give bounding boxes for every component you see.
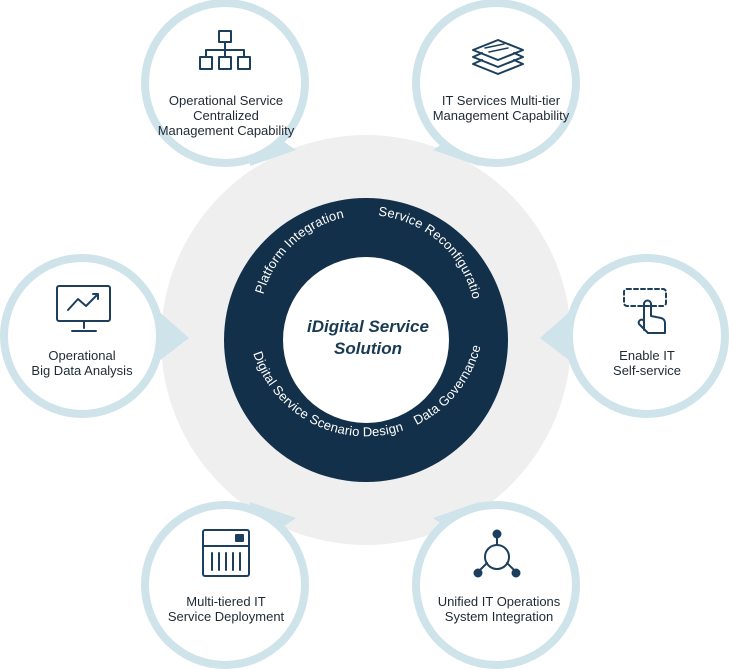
node-label-unified-it-operations: Unified IT Operations System Integration xyxy=(437,594,561,624)
center-core xyxy=(283,257,449,423)
center-title: iDigital Service Solution xyxy=(307,317,429,358)
pointer-right xyxy=(540,308,574,364)
monitor-chart-icon xyxy=(56,285,111,332)
server-rack-icon xyxy=(202,529,250,577)
bubble-top-right xyxy=(412,0,580,167)
bubble-left xyxy=(0,254,164,418)
node-label-operational-big-data: Operational Big Data Analysis xyxy=(31,348,133,378)
network-nodes-icon xyxy=(473,529,521,578)
node-label-operational-service: Operational Service Centralized Manageme… xyxy=(157,93,295,138)
bubble-bottom-left xyxy=(141,501,309,669)
bubble-top-left xyxy=(141,0,309,167)
bubble-bottom-right xyxy=(412,501,580,669)
node-label-multi-tiered-it: Multi-tiered IT Service Deployment xyxy=(167,594,285,624)
layers-icon xyxy=(472,39,524,75)
bubble-right xyxy=(565,254,729,418)
org-chart-icon xyxy=(199,30,251,70)
pointer-left xyxy=(155,308,189,364)
touch-hand-icon xyxy=(623,288,667,334)
node-label-enable-it-self-service: Enable IT Self-service xyxy=(613,348,681,378)
node-label-it-services-multi-tier: IT Services Multi-tier Management Capabi… xyxy=(432,93,570,123)
